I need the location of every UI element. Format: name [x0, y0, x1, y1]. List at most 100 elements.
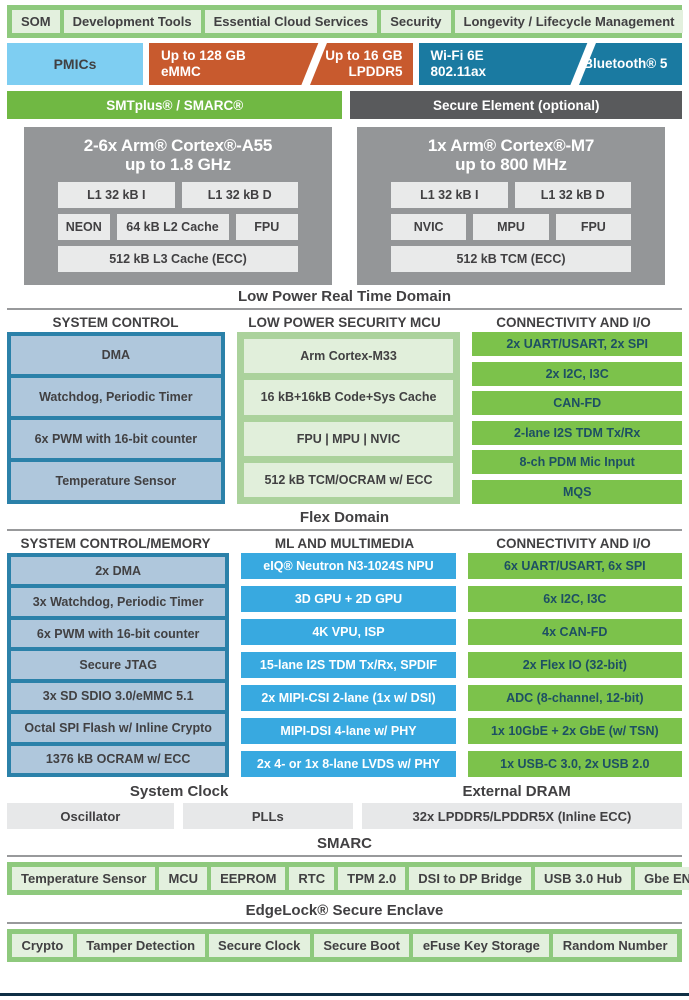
feature-box: Arm Cortex-M33	[243, 339, 454, 374]
feature-box: 1376 kB OCRAM w/ ECC	[11, 745, 226, 773]
cortex-a55-caches: L1 32 kB I L1 32 kB D NEON 64 kB L2 Cach…	[58, 182, 298, 273]
tcm-box: 512 kB TCM (ECC)	[391, 246, 631, 273]
dsi-dp-bridge-box: DSI to DP Bridge	[409, 867, 532, 890]
neon-box: NEON	[58, 214, 110, 241]
l3-cache-box: 512 kB L3 Cache (ECC)	[58, 246, 298, 273]
ml-multimedia-header: ML AND MULTIMEDIA	[274, 536, 415, 551]
wifi-bluetooth-block: Wi-Fi 6E 802.11ax Bluetooth® 5	[418, 43, 682, 85]
lpddr5-type: LPDDR5	[348, 64, 403, 79]
wifi-spec: 802.11ax	[430, 64, 487, 79]
cpu-row: 2-6x Arm® Cortex®-A55 up to 1.8 GHz L1 3…	[7, 127, 682, 285]
cortex-a55-title: 2-6x Arm® Cortex®-A55 up to 1.8 GHz	[58, 136, 298, 174]
flex-connectivity-list: 2x UART/USART, 2x SPI 2x I2C, I3C CAN-FD…	[472, 332, 683, 504]
band-item-development-tools: Development Tools	[63, 10, 201, 33]
feature-box: Watchdog, Periodic Timer	[11, 378, 221, 416]
clock-dram-row: Oscillator PLLs 32x LPDDR5/LPDDR5X (Inli…	[7, 803, 682, 829]
l1-icache-box: L1 32 kB I	[58, 182, 175, 209]
band-item-longevity: Longevity / Lifecycle Management	[454, 10, 684, 33]
l1-icache-box: L1 32 kB I	[391, 182, 508, 209]
bluetooth-version: Bluetooth® 5	[583, 55, 668, 71]
lpddr5-label: Up to 16 GB LPDDR5	[299, 43, 412, 85]
feature-box: 3x SD SDIO 3.0/eMMC 5.1	[11, 682, 226, 711]
feature-box: 4x CAN-FD	[467, 619, 682, 645]
l2-cache-box: 64 kB L2 Cache	[116, 214, 229, 241]
gpu-box: 3D GPU + 2D GPU	[241, 586, 456, 612]
band-item-security: Security	[381, 10, 451, 33]
system-clock-title: System Clock	[129, 783, 229, 800]
feature-box: 16 kB+16kB Code+Sys Cache	[243, 380, 454, 415]
usb-hub-box: USB 3.0 Hub	[535, 867, 632, 890]
clock-dram-titles: System Clock External DRAM	[7, 783, 682, 800]
smtplus-smarc-bar: SMTplus® / SMARC®	[7, 91, 343, 119]
cortex-m7-block: 1x Arm® Cortex®-M7 up to 800 MHz L1 32 k…	[357, 127, 665, 285]
security-mcu-header: LOW POWER SECURITY MCU	[248, 315, 441, 330]
band-item-cloud-services: Essential Cloud Services	[204, 10, 378, 33]
section-divider	[7, 308, 682, 310]
system-control-panel: DMA Watchdog, Periodic Timer 6x PWM with…	[7, 332, 225, 504]
feature-box: CAN-FD	[472, 391, 683, 416]
feature-box: ADC (8-channel, 12-bit)	[467, 685, 682, 711]
footer-accent-line	[0, 993, 689, 996]
wifi-standard: Wi-Fi 6E	[430, 47, 484, 63]
feature-box: DMA	[11, 336, 221, 374]
feature-box: Secure JTAG	[11, 651, 226, 679]
nvic-box: NVIC	[391, 214, 467, 241]
section-divider	[7, 922, 682, 924]
cortex-a55-speed: up to 1.8 GHz	[124, 155, 232, 175]
lvds-box: 2x 4- or 1x 8-lane LVDS w/ PHY	[241, 751, 456, 777]
feature-box: 2x UART/USART, 2x SPI	[472, 332, 683, 356]
edgelock-title: EdgeLock® Secure Enclave	[245, 902, 444, 919]
plls-box: PLLs	[182, 803, 353, 829]
section-divider	[7, 529, 682, 531]
main-domain-columns: 2x DMA 3x Watchdog, Periodic Timer 6x PW…	[7, 553, 682, 777]
flex-domain-columns: DMA Watchdog, Periodic Timer 6x PWM with…	[7, 332, 683, 504]
feature-box: 6x PWM with 16-bit counter	[11, 420, 221, 458]
emmc-capacity: Up to 128 GB	[161, 47, 246, 63]
lpddr5-dram-box: 32x LPDDR5/LPDDR5X (Inline ECC)	[361, 803, 682, 829]
fpu-box: FPU	[555, 214, 631, 241]
l1-dcache-box: L1 32 kB D	[181, 182, 298, 209]
tamper-detection-box: Tamper Detection	[76, 934, 205, 957]
enet-phy-box: Gbe ENET PHY	[635, 867, 689, 890]
cortex-m7-speed: up to 800 MHz	[455, 155, 567, 175]
feature-box: 2x Flex IO (32-bit)	[467, 652, 682, 678]
feature-box: 512 kB TCM/OCRAM w/ ECC	[243, 462, 454, 497]
cortex-a55-block: 2-6x Arm® Cortex®-A55 up to 1.8 GHz L1 3…	[24, 127, 332, 285]
wifi-label: Wi-Fi 6E 802.11ax	[419, 43, 569, 85]
audio-box: 15-lane I2S TDM Tx/Rx, SPDIF	[241, 652, 456, 678]
cortex-m7-title: 1x Arm® Cortex®-M7 up to 800 MHz	[391, 136, 631, 174]
temperature-sensor-box: Temperature Sensor	[12, 867, 156, 890]
smarc-features-band: Temperature Sensor MCU EEPROM RTC TPM 2.…	[7, 862, 689, 895]
l1-dcache-box: L1 32 kB D	[514, 182, 631, 209]
mipi-csi-box: 2x MIPI-CSI 2-lane (1x w/ DSI)	[241, 685, 456, 711]
feature-box: 6x UART/USART, 6x SPI	[467, 553, 682, 579]
feature-box: 6x I2C, I3C	[467, 586, 682, 612]
feature-box: Octal SPI Flash w/ Inline Crypto	[11, 714, 226, 742]
smarc-title: SMARC	[317, 835, 372, 852]
mcu-box: MCU	[159, 867, 208, 890]
feature-box: 2x I2C, I3C	[472, 361, 683, 386]
random-number-box: Random Number	[553, 934, 677, 957]
external-dram-title: External DRAM	[462, 783, 571, 800]
connectivity-header: CONNECTIVITY AND I/O	[496, 315, 651, 330]
low-power-domain-title: Low Power Real Time Domain	[237, 288, 452, 305]
feature-box: 6x PWM with 16-bit counter	[11, 619, 226, 648]
emmc-type: eMMC	[161, 64, 201, 79]
feature-box: 2-lane I2S TDM Tx/Rx	[472, 420, 683, 445]
secure-element-bar: Secure Element (optional)	[350, 91, 682, 119]
main-domain-headers: SYSTEM CONTROL/MEMORY ML AND MULTIMEDIA …	[7, 536, 682, 551]
mipi-dsi-box: MIPI-DSI 4-lane w/ PHY	[241, 718, 456, 744]
cortex-m7-caches: L1 32 kB I L1 32 kB D NVIC MPU FPU 512 k…	[391, 182, 631, 273]
emmc-lpddr5-block: Up to 128 GB eMMC Up to 16 GB LPDDR5	[149, 43, 413, 85]
secure-boot-box: Secure Boot	[313, 934, 410, 957]
feature-box: 8-ch PDM Mic Input	[472, 450, 683, 475]
feature-box: Temperature Sensor	[11, 462, 221, 500]
vpu-box: 4K VPU, ISP	[241, 619, 456, 645]
npu-box: eIQ® Neutron N3-1024S NPU	[241, 553, 456, 579]
feature-box: 2x DMA	[11, 557, 226, 585]
edgelock-features-band: Crypto Tamper Detection Secure Clock Sec…	[7, 929, 682, 962]
tpm-box: TPM 2.0	[338, 867, 406, 890]
band-item-som: SOM	[12, 10, 60, 33]
connectivity-header: CONNECTIVITY AND I/O	[496, 536, 651, 551]
